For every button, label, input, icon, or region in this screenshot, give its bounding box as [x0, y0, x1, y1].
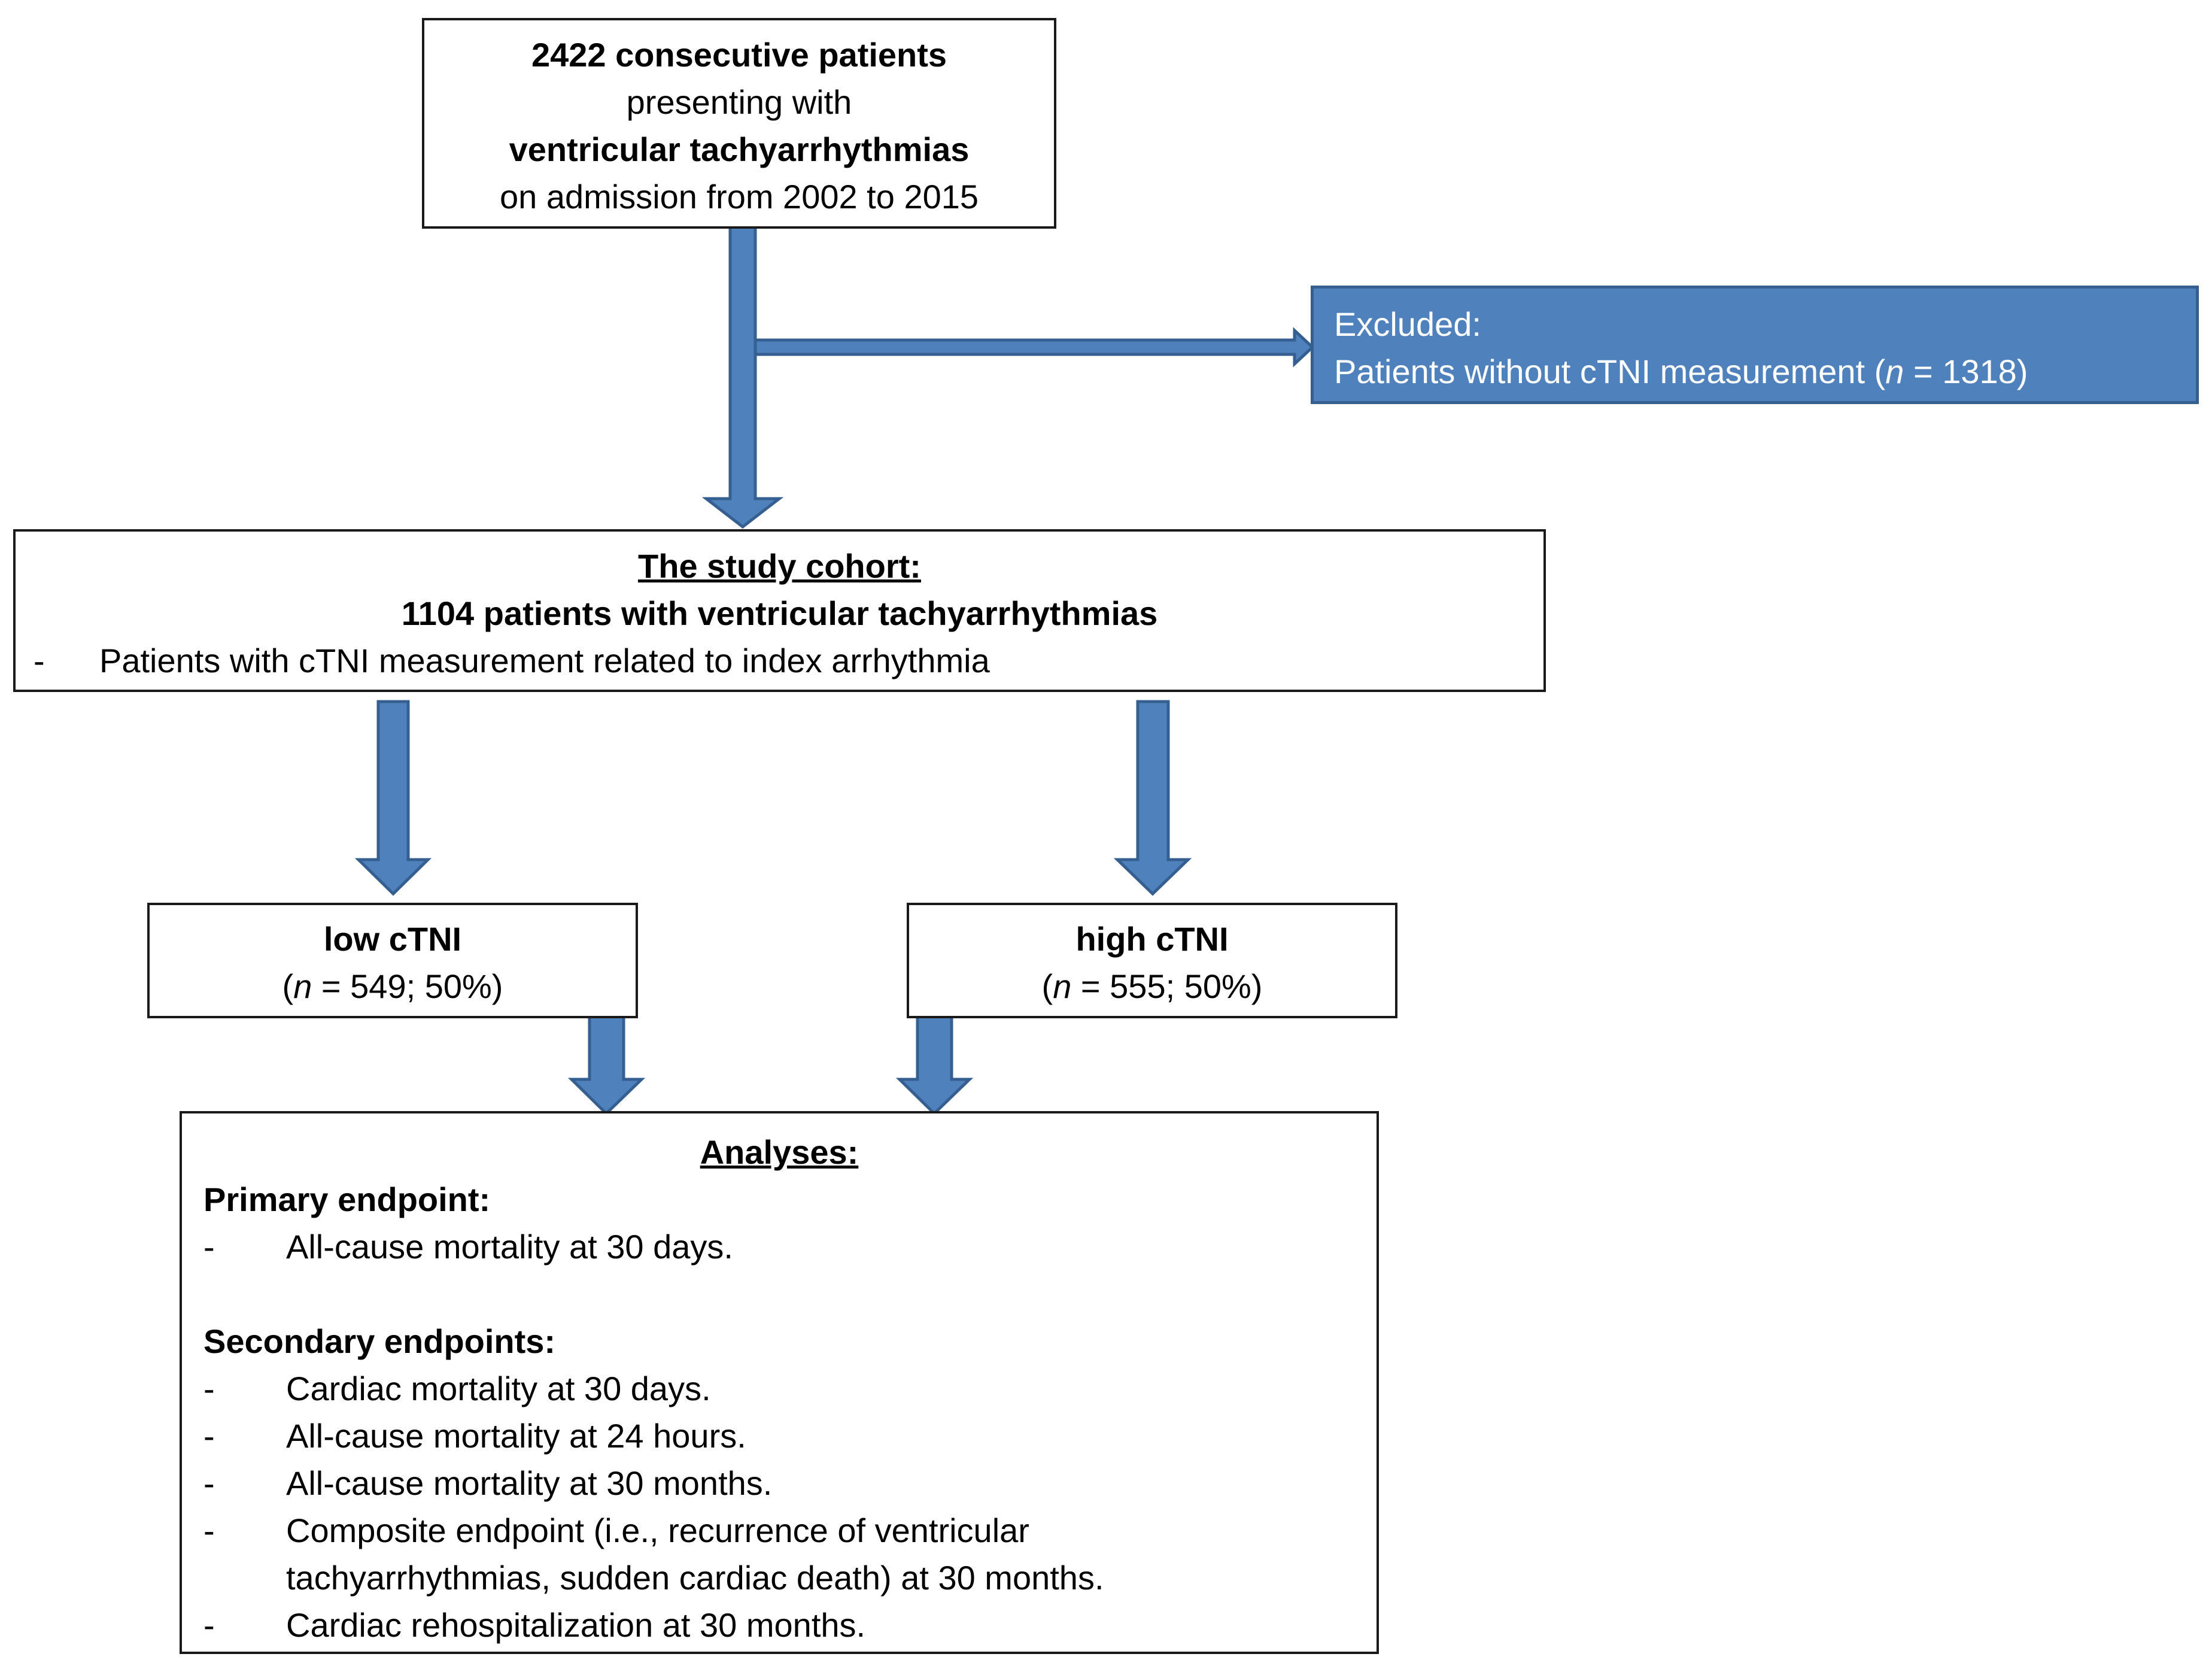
secondary-endpoint-item: - All-cause mortality at 24 hours. [203, 1412, 1377, 1459]
high-ctni-count: (n = 555; 50%) [909, 963, 1395, 1010]
high-ctni-n-var: n [1053, 967, 1072, 1005]
high-ctni-open: ( [1041, 967, 1053, 1005]
list-spacer [203, 1270, 1377, 1318]
secondary-endpoint-text: All-cause mortality at 24 hours. [286, 1417, 746, 1455]
high-ctni-title: high cTNI [1075, 920, 1229, 958]
high-ctni-rest: = 555; 50%) [1071, 967, 1263, 1005]
excluded-text-after: = 1318) [1904, 353, 2028, 390]
excluded-n-var: n [1885, 353, 1904, 390]
secondary-endpoint-text: tachyarrhythmias, sudden cardiac death) … [286, 1559, 1104, 1597]
enrollment-box: 2422 consecutive patients presenting wit… [422, 18, 1056, 229]
enrollment-count: 2422 consecutive patients [531, 36, 947, 74]
list-dash: - [203, 1512, 215, 1549]
secondary-endpoint-item-continued: tachyarrhythmias, sudden cardiac death) … [203, 1554, 1377, 1601]
cohort-title: The study cohort: [638, 547, 921, 585]
arrow-cohort-to-low [354, 700, 432, 896]
cohort-bullet-dash: - [34, 642, 45, 679]
secondary-endpoint-text: Composite endpoint (i.e., recurrence of … [286, 1512, 1029, 1549]
low-ctni-title: low cTNI [323, 920, 462, 958]
secondary-endpoint-item: - Cardiac mortality at 30 days. [203, 1365, 1377, 1412]
low-ctni-rest: = 549; 50%) [312, 967, 503, 1005]
cohort-bullet-text: Patients with cTNI measurement related t… [99, 642, 990, 679]
analyses-box: Analyses: Primary endpoint: - All-cause m… [180, 1111, 1379, 1654]
secondary-endpoint-item: - Cardiac rehospitalization at 30 months. [203, 1601, 1377, 1649]
cohort-bullet: - Patients with cTNI measurement related … [16, 637, 1543, 684]
enrollment-line2: presenting with [626, 83, 852, 121]
secondary-endpoint-text: All-cause mortality at 30 months. [286, 1464, 773, 1502]
arrow-to-excluded [753, 327, 1315, 368]
secondary-endpoint-text: Cardiac mortality at 30 days. [286, 1370, 711, 1407]
list-dash: - [203, 1606, 215, 1644]
low-ctni-box: low cTNI (n = 549; 50%) [147, 903, 638, 1018]
high-ctni-box: high cTNI (n = 555; 50%) [907, 903, 1397, 1018]
arrow-low-to-analyses [567, 1014, 646, 1116]
arrow-cohort-to-high [1113, 700, 1192, 896]
low-ctni-count: (n = 549; 50%) [150, 963, 636, 1010]
analyses-title: Analyses: [700, 1133, 859, 1171]
secondary-endpoint-item: - Composite endpoint (i.e., recurrence of… [203, 1507, 1377, 1554]
cohort-subtitle: 1104 patients with ventricular tachyarrh… [401, 594, 1158, 632]
low-ctni-open: ( [282, 967, 294, 1005]
secondary-endpoint-item: - All-cause mortality at 30 months. [203, 1459, 1377, 1507]
excluded-heading: Excluded: [1334, 305, 1481, 343]
enrollment-condition: ventricular tachyarrhythmias [509, 131, 970, 168]
enrollment-period: on admission from 2002 to 2015 [499, 178, 979, 216]
excluded-text-before: Patients without cTNI measurement ( [1334, 353, 1886, 390]
low-ctni-n-var: n [293, 967, 312, 1005]
arrow-top-to-cohort [701, 224, 784, 529]
list-dash: - [203, 1464, 215, 1502]
arrow-high-to-analyses [895, 1014, 974, 1116]
secondary-endpoint-text: Cardiac rehospitalization at 30 months. [286, 1606, 866, 1644]
primary-endpoint-heading: Primary endpoint: [203, 1181, 491, 1218]
primary-endpoint-item: - All-cause mortality at 30 days. [203, 1223, 1377, 1270]
list-dash: - [203, 1228, 215, 1266]
study-cohort-box: The study cohort: 1104 patients with ven… [13, 529, 1546, 692]
secondary-endpoints-heading: Secondary endpoints: [203, 1322, 556, 1360]
excluded-text: Patients without cTNI measurement (n = 1… [1334, 348, 2196, 395]
excluded-box: Excluded: Patients without cTNI measurem… [1311, 286, 2199, 404]
primary-endpoint-text: All-cause mortality at 30 days. [286, 1228, 733, 1266]
list-dash: - [203, 1417, 215, 1455]
list-dash: - [203, 1370, 215, 1407]
